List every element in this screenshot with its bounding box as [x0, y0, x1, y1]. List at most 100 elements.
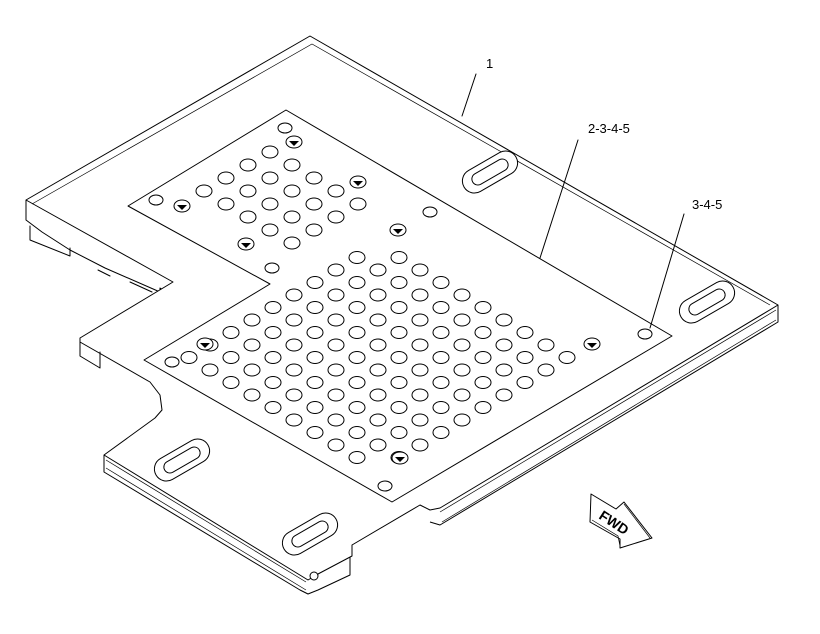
perforation-hole — [285, 338, 303, 352]
perforation-hole — [411, 313, 429, 327]
perforation-hole — [537, 338, 555, 352]
perforation-hole — [264, 376, 282, 389]
perforation-hole — [264, 301, 282, 314]
perforation-hole — [243, 313, 261, 327]
base-plate-edge-highlight — [31, 43, 771, 306]
perforation-hole — [285, 413, 303, 427]
perforation-hole — [495, 338, 513, 352]
base-plate-front-flange — [105, 459, 307, 591]
perforation-hole — [348, 301, 366, 314]
perforation-hole — [306, 426, 324, 439]
forward-arrow-icon: FWD — [589, 493, 653, 549]
perforation-hole — [306, 401, 324, 414]
perforation-hole — [411, 413, 429, 427]
perforation-hole — [369, 263, 387, 277]
perforation-hole — [516, 376, 534, 389]
perforation-hole — [261, 171, 279, 185]
perforation-hole — [411, 438, 429, 452]
perforation-hole — [348, 376, 366, 389]
perforation-hole — [305, 223, 323, 237]
perforation-hole — [369, 438, 387, 452]
perforation-hole — [453, 288, 471, 302]
perforation-hole — [305, 171, 323, 185]
perforation-hole — [390, 376, 408, 389]
base-plate-side — [25, 200, 779, 595]
leader-line-3 — [649, 213, 685, 329]
perforation-hole — [390, 301, 408, 314]
perforation-hole — [239, 158, 257, 172]
perforated-screen — [127, 109, 673, 503]
callout-2-3-4-5: 2-3-4-5 — [588, 121, 630, 136]
perforation-hole — [264, 262, 280, 274]
perforation-hole — [432, 276, 450, 289]
perforation-hole — [195, 184, 213, 198]
perforation-hole — [474, 401, 492, 414]
perforation-hole — [432, 301, 450, 314]
perforation-hole — [348, 351, 366, 364]
left-tab — [29, 225, 71, 257]
perforation-hole — [637, 328, 653, 340]
countersunk-screw-icon — [237, 237, 255, 251]
perforation-hole — [180, 351, 198, 364]
perforation-hole — [453, 413, 471, 427]
screen-fasteners — [173, 135, 601, 465]
perforation-hole — [348, 276, 366, 289]
perforation-hole — [285, 363, 303, 377]
perforation-hole — [411, 388, 429, 402]
countersunk-screw-icon — [196, 337, 214, 351]
perforation-hole — [306, 276, 324, 289]
perforation-hole — [283, 210, 301, 224]
mounting-slot-icon — [461, 150, 519, 194]
perforation-hole — [283, 184, 301, 198]
perforation-hole — [348, 426, 366, 439]
perforation-hole — [327, 413, 345, 427]
perforation-hole — [369, 338, 387, 352]
perforation-hole — [285, 388, 303, 402]
perforation-hole — [243, 363, 261, 377]
perforation-hole — [390, 401, 408, 414]
perforation-hole — [495, 388, 513, 402]
countersunk-screw-icon — [285, 135, 303, 149]
perforation-hole — [285, 313, 303, 327]
mounting-slots — [153, 150, 736, 556]
perforation-hole — [217, 171, 235, 185]
perforation-hole — [516, 326, 534, 339]
perforation-hole — [453, 388, 471, 402]
perforation-hole — [537, 363, 555, 377]
perforation-hole — [305, 197, 323, 211]
perforation-hole — [261, 197, 279, 211]
perforation-hole — [516, 351, 534, 364]
perforation-hole — [201, 363, 219, 377]
perforation-hole — [453, 338, 471, 352]
countersunk-screw-icon — [391, 451, 409, 465]
perforation-hole — [327, 184, 345, 198]
corner-screw-icon — [309, 571, 319, 581]
perforation-hole — [495, 313, 513, 327]
perforation-hole — [283, 158, 301, 172]
perforation-hole — [306, 326, 324, 339]
perforation-hole — [432, 376, 450, 389]
perforation-hole — [306, 376, 324, 389]
perforation-hole — [348, 401, 366, 414]
perforation-hole — [239, 210, 257, 224]
perforation-hole — [164, 356, 180, 368]
perforation-hole — [432, 326, 450, 339]
perforation-hole — [285, 288, 303, 302]
perforation-hole — [306, 351, 324, 364]
perforation-hole — [411, 363, 429, 377]
perforation-hole — [422, 206, 438, 218]
callout-3-4-5: 3-4-5 — [692, 197, 722, 212]
perforation-hole — [369, 363, 387, 377]
perforation-hole — [327, 210, 345, 224]
perforation-hole — [369, 388, 387, 402]
leader-line-2 — [539, 139, 579, 259]
perforation-hole — [558, 351, 576, 364]
perforation-hole — [283, 236, 301, 250]
callout-1: 1 — [486, 56, 493, 71]
perforation-hole — [243, 388, 261, 402]
perforation-hole — [327, 363, 345, 377]
perforation-hole — [327, 438, 345, 452]
left-tab-detail — [97, 269, 153, 293]
perforation-hole — [327, 313, 345, 327]
perforation-hole — [217, 197, 235, 211]
